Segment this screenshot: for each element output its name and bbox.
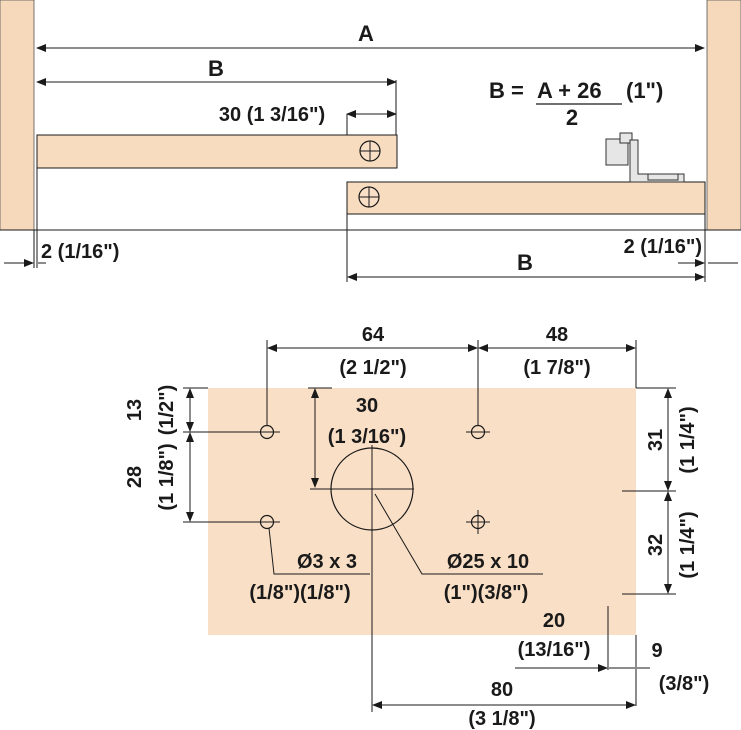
formula-inch: (1") [626,78,663,103]
dim-28-inch-label: (1 1/8") [156,443,178,510]
formula-denominator: 2 [566,105,578,130]
dim-9-inch-label: (3/8") [659,673,710,695]
screw-hole-bottom-right [466,510,490,534]
dim-30-label: 30 [356,395,378,417]
dim-64-label: 64 [362,324,385,346]
small-hole-inch-label: (1/8")(1/8") [249,582,350,604]
left-door [36,134,398,169]
dim-13-label: 13 [124,399,146,421]
small-hole-leader [268,527,370,575]
small-hole-label: Ø3 x 3 [297,551,357,573]
dim-20-label: 20 [543,610,565,632]
dim-80-label: 80 [491,679,513,701]
formula-lhs: B = [489,78,524,103]
dim-30-inch-label: (1 3/16") [328,426,406,448]
dim-80-inch-label: (3 1/8") [468,708,535,730]
screw-hole-bottom-left [183,514,280,530]
left-cabinet-side [0,0,35,231]
dim-28-label: 28 [124,466,146,488]
dim-9-label: 9 [651,640,662,662]
gap-left-label: 2 (1/16") [41,241,119,263]
dim-32-label: 32 [645,534,667,556]
dim-a-label: A [358,21,374,46]
right-door [346,181,706,215]
large-hole-inch-label: (1")(3/8") [444,582,529,604]
dim-20-inch-label: (13/16") [518,639,591,661]
dim-31-inch-label: (1 1/4") [677,406,699,473]
dim-32-inch-label: (1 1/4") [677,511,699,578]
mounting-bracket-icon [605,132,685,183]
dim-b-bottom-label: B [517,250,533,275]
door-plate [208,388,636,635]
formula-numerator: A + 26 [537,78,602,103]
dim-64-inch-label: (2 1/2") [339,357,406,379]
dim-48-label: 48 [546,324,568,346]
dim-48-inch-label: (1 7/8") [523,357,590,379]
screw-hole-top-right [466,424,490,440]
dim-30-top-label: 30 (1 3/16") [219,104,325,126]
large-hole-leader [374,493,543,575]
top-view: A B 30 (1 3/16") B = A + 26 (1") [0,0,741,282]
right-cabinet-side [706,0,741,231]
dim-31-label: 31 [645,429,667,451]
large-hole-label: Ø25 x 10 [447,551,529,573]
dim-b-top-label: B [208,56,224,81]
gap-right-label: 2 (1/16") [624,236,702,258]
drilling-pattern-view: 64 (2 1/2") 48 (1 7/8") 30 (1 3/16") [124,324,709,730]
screw-hole-top-left [183,424,280,440]
dim-13-inch-label: (1/2") [156,385,178,436]
